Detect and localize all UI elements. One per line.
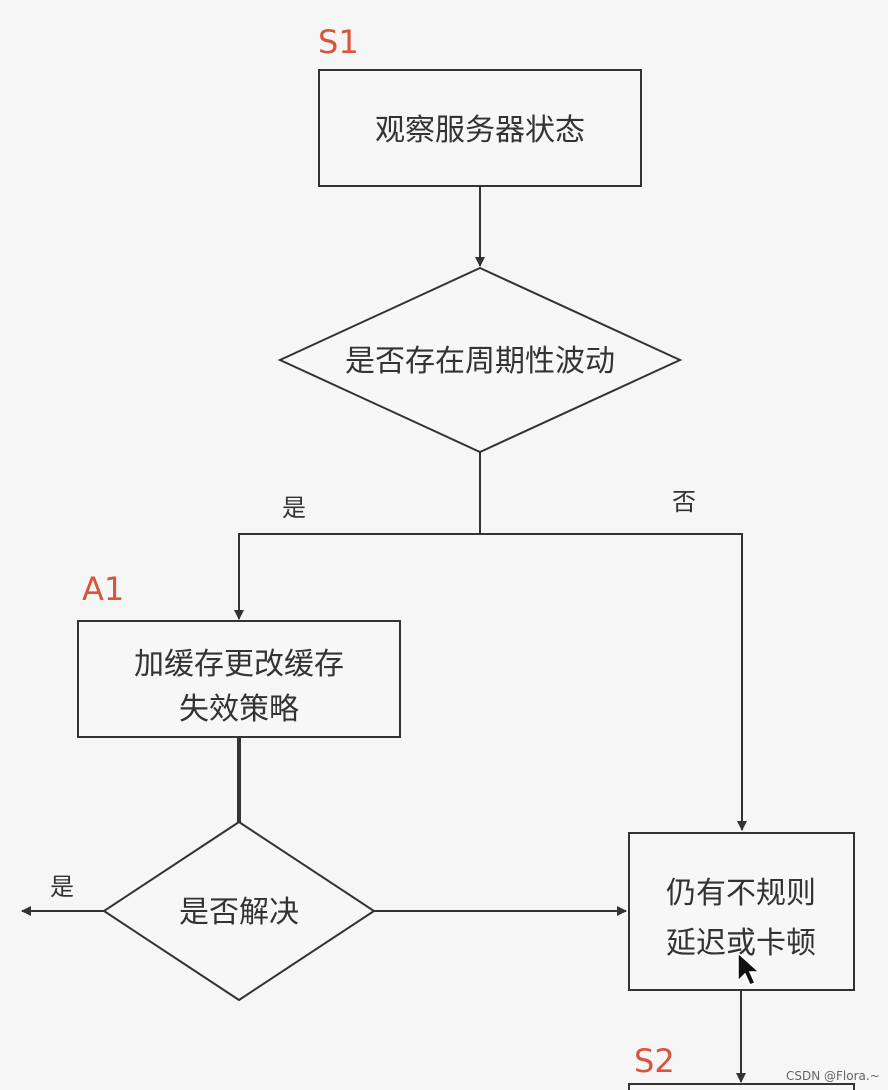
- solved-decision-label: 是否解决: [179, 895, 299, 930]
- cache-strategy-box: [77, 620, 401, 738]
- step-tag-s2: S2: [634, 1042, 675, 1080]
- edge-label-periodic-no: 否: [672, 488, 696, 516]
- s2-node-partial-box: [628, 1083, 855, 1090]
- step-tag-s1: S1: [318, 23, 359, 61]
- mouse-cursor-icon: [737, 951, 761, 986]
- cache-strategy-label-line2: 失效策略: [179, 692, 299, 727]
- observe-server-status-label: 观察服务器状态: [375, 113, 585, 148]
- irregular-latency-label-line1: 仍有不规则: [666, 876, 816, 911]
- periodic-fluctuation-label: 是否存在周期性波动: [345, 344, 615, 379]
- watermark: CSDN @Flora.~: [786, 1069, 880, 1083]
- edge-label-periodic-yes: 是: [282, 494, 306, 522]
- step-tag-a1: A1: [82, 570, 124, 608]
- observe-server-status-box: [318, 69, 642, 187]
- cache-strategy-label-line1: 加缓存更改缓存: [134, 647, 344, 682]
- edge-periodic-no-to-irregular: [480, 533, 747, 831]
- edge-periodic-yes-to-cache: [234, 533, 480, 620]
- solved-decision: [102, 820, 376, 1002]
- edge-label-solved-yes: 是: [50, 873, 74, 901]
